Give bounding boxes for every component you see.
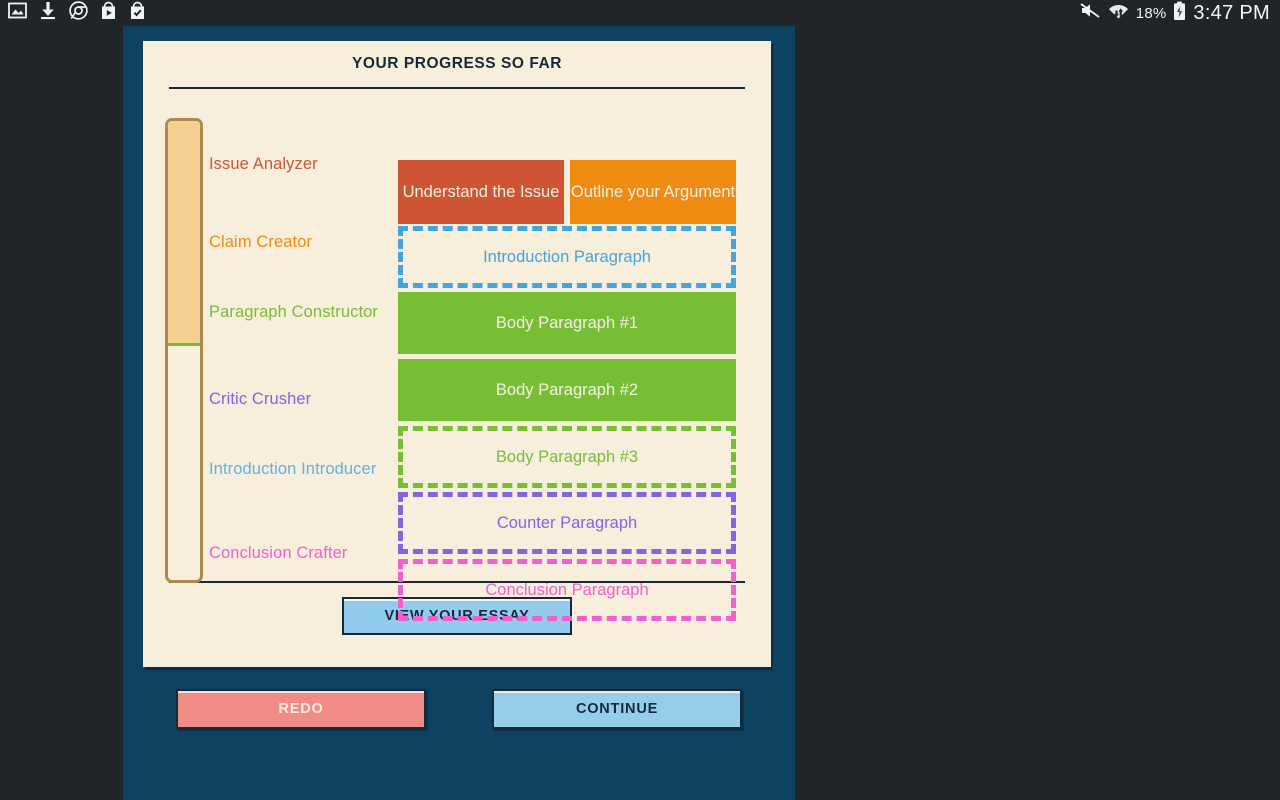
chrome-icon xyxy=(69,1,88,25)
page-title: YOUR PROGRESS SO FAR xyxy=(352,55,562,72)
volume-muted-icon xyxy=(1079,1,1101,25)
stage-label: Paragraph Constructor xyxy=(209,303,379,321)
essay-block[interactable]: Outline your Argument xyxy=(570,160,736,224)
essay-block[interactable]: Understand the Issue xyxy=(398,160,564,224)
battery-charging-icon xyxy=(1173,1,1186,26)
essay-block[interactable]: Counter Paragraph xyxy=(398,492,736,554)
play-store-icon xyxy=(100,1,117,25)
clock-label: 3:47 PM xyxy=(1193,1,1270,24)
overall-progress-fill xyxy=(168,121,200,346)
footer-divider xyxy=(169,581,745,583)
stage-label: Critic Crusher xyxy=(209,390,312,408)
stage-label: Issue Analyzer xyxy=(209,155,318,173)
overall-progress-bar xyxy=(165,118,203,583)
battery-percent-label: 18% xyxy=(1135,4,1167,22)
gallery-icon xyxy=(8,1,27,25)
stage-label: Introduction Introducer xyxy=(209,460,377,478)
wifi-data-icon xyxy=(1108,1,1129,25)
essay-block[interactable]: Body Paragraph #3 xyxy=(398,426,736,488)
stage-label: Claim Creator xyxy=(209,233,313,251)
status-bar: 18% 3:47 PM xyxy=(0,0,1280,26)
essay-block[interactable]: Introduction Paragraph xyxy=(398,226,736,288)
download-icon xyxy=(39,1,57,25)
redo-button[interactable]: REDO xyxy=(176,689,426,729)
status-bar-notification-icons xyxy=(0,1,146,25)
title-divider xyxy=(169,87,745,89)
essay-block[interactable]: Conclusion Paragraph xyxy=(398,559,736,621)
essay-block[interactable]: Body Paragraph #2 xyxy=(398,359,736,421)
essay-block[interactable]: Body Paragraph #1 xyxy=(398,292,736,354)
stage-label: Conclusion Crafter xyxy=(209,544,348,562)
continue-button[interactable]: CONTINUE xyxy=(492,689,742,729)
status-bar-system-icons: 18% 3:47 PM xyxy=(1079,1,1280,26)
play-store-installed-icon xyxy=(129,1,146,25)
